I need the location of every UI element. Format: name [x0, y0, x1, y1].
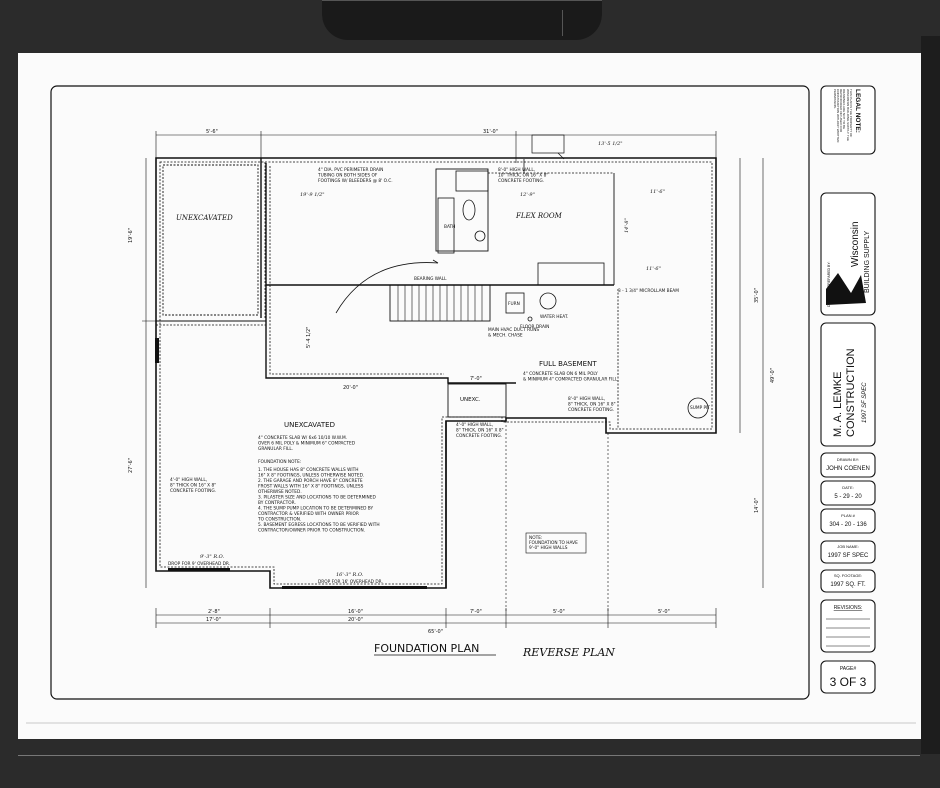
builder-company: CONSTRUCTION — [845, 348, 857, 437]
foundation-notes-title: FOUNDATION NOTE: — [258, 459, 301, 465]
drawing-sheet: 5'-6" 31'-0" 13'-5 1/2" 19'-6" 27'-6" 35… — [18, 53, 921, 739]
plan-notes: 4" DIA. PVC PERIMETER DRAIN TUBING ON BO… — [170, 167, 619, 534]
sq-footage-label: SQ. FOOTAGE: — [834, 573, 862, 578]
note-drop-16: DROP FOR 16' OVERHEAD DR. — [318, 579, 383, 585]
room-unexcavated-top: UNEXCAVATED — [176, 214, 233, 222]
sq-footage-value: 1997 SQ. FT. — [830, 582, 866, 588]
legal-note-text: THIS PLAN IS THE PROPERTY OF WISCONSIN B… — [832, 89, 852, 143]
note-high-wall-top: 8'-0" HIGH WALL, 10" THICK, ON 16" X 8" … — [498, 167, 550, 184]
legal-note-title: LEGAL NOTE: — [854, 89, 861, 133]
label-bearing-wall: BEARING WALL — [414, 276, 447, 282]
dim-bottom-b: 16'-0" — [348, 609, 363, 615]
plan-number-box — [820, 508, 876, 534]
dim-left-upper: 19'-6" — [128, 228, 134, 243]
builder-spec: 1997 SF SPEC — [862, 382, 868, 423]
job-name-box — [820, 540, 876, 564]
plan-title: FOUNDATION PLAN — [374, 642, 479, 655]
dim-bottom-a: 2'-8" — [208, 609, 220, 615]
note-high-wall-low: 4'-0" HIGH WALL, 8" THICK, ON 16" X 8" C… — [456, 422, 505, 439]
dim-bottom-total: 65'-0" — [428, 629, 443, 635]
dim-ro-9: 9'-3" R.O. — [200, 554, 224, 560]
drawn-by-label: DRAWN BY: — [837, 457, 859, 462]
dim-left-lower: 27'-6" — [128, 458, 134, 473]
viewer-bottom-edge — [18, 755, 920, 756]
plan-number-label: PLAN # — [841, 513, 856, 518]
toolbar-divider — [562, 10, 563, 36]
dim-mid-h: 20'-0" — [343, 385, 358, 391]
dim-top-right: 13'-5 1/2" — [598, 141, 623, 147]
legal-note-box — [820, 85, 876, 155]
dim-right-lower: 14'-0" — [754, 498, 760, 513]
drawn-by-box — [820, 452, 876, 478]
foundation-walls — [155, 134, 717, 613]
date-value: 5 - 29 - 20 — [834, 494, 862, 500]
dim-right-outer: 49'-0" — [770, 368, 776, 383]
plan-subtitle: REVERSE PLAN — [522, 646, 615, 659]
room-floor-drain: FLOOR DRAIN — [520, 324, 549, 330]
room-full-basement: FULL BASEMENT — [539, 360, 597, 368]
note-high-wall-left: 4'-0" HIGH WALL, 8" THICK ON 16" X 8" CO… — [170, 477, 218, 494]
drawn-by-value: JOHN COENEN — [826, 466, 870, 472]
page-value: 3 OF 3 — [830, 675, 867, 689]
foundation-plan-drawing: 5'-6" 31'-0" 13'-5 1/2" 19'-6" 27'-6" 35… — [26, 85, 916, 724]
dim-bottom-d: 7'-0" — [470, 609, 482, 615]
dim-ro-16: 16'-3" R.O. — [336, 572, 364, 578]
note-unexc-slab: 4" CONCRETE SLAB W/ 6x6 10/10 W.W.M. OVE… — [258, 435, 356, 452]
note-full-basement-slab: 4" CONCRETE SLAB ON 6 MIL POLY & MINIMUM… — [523, 371, 619, 383]
builder-box — [820, 322, 876, 447]
builder-name: M. A. LEMKE — [832, 372, 844, 437]
drawing-frame — [50, 85, 810, 700]
company-name: Wisconsin — [850, 221, 861, 267]
note-box: NOTE: FOUNDATION TO HAVE 9'-0" HIGH WALL… — [529, 535, 579, 551]
scrollbar-track[interactable] — [921, 36, 940, 754]
page-label: PAGE# — [840, 666, 857, 672]
dim-bottom-g: 17'-0" — [206, 617, 221, 623]
job-name-value: 1997 SF SPEC — [828, 553, 869, 559]
job-name-label: JOB NAME: — [837, 544, 859, 549]
revisions-box — [820, 599, 876, 653]
revisions-lines — [826, 618, 870, 647]
note-box-frame — [525, 532, 587, 554]
room-sump-pit: SUMP PIT — [690, 405, 710, 411]
dim-bottom-e: 5'-0" — [553, 609, 565, 615]
plan-number-value: 304 - 20 - 136 — [829, 522, 867, 528]
plan-labels: 5'-6" 31'-0" 13'-5 1/2" 19'-6" 27'-6" 35… — [128, 129, 776, 635]
room-bath: BATH — [444, 224, 455, 230]
company-tagline: BUILDING SUPPLY — [864, 231, 871, 293]
dim-bottom-f: 5'-0" — [658, 609, 670, 615]
foundation-notes: 1. THE HOUSE HAS 8" CONCRETE WALLS WITH … — [257, 467, 381, 534]
dim-mid-v: 5'-4 1/2" — [306, 327, 312, 348]
room-water-heat: WATER HEAT. — [540, 314, 568, 320]
note-drop-9: DROP FOR 9' OVERHEAD DR. — [168, 561, 230, 567]
viewer-toolbar[interactable] — [322, 0, 602, 40]
dim-unexc-w: 7'-0" — [470, 376, 482, 382]
note-high-wall-mid: 8'-0" HIGH WALL, 8" THICK, ON 16" X 8" C… — [568, 396, 617, 413]
dim-room-a: 19'-9 1/2" — [300, 192, 325, 198]
note-main-hvac: MAIN HVAC DUCT RUNS & MECH. CHASE — [488, 327, 541, 339]
date-label: DATE: — [842, 485, 853, 490]
note-beam: 3 - 1 3/4" MICROLLAM BEAM — [618, 288, 679, 294]
room-unexcavated-main: UNEXCAVATED — [284, 421, 335, 429]
company-prepared: DRAWINGS PREPARED BY: — [827, 261, 831, 307]
room-unexc-small: UNEXC. — [460, 397, 481, 403]
dim-room-c: 11'-6" — [650, 189, 665, 195]
sq-footage-box — [820, 569, 876, 593]
page-box — [820, 660, 876, 694]
dim-top-left: 5'-6" — [206, 129, 218, 135]
note-pvc-drain: 4" DIA. PVC PERIMETER DRAIN TUBING ON BO… — [317, 167, 393, 184]
dim-top-mid: 31'-0" — [483, 129, 498, 135]
room-flex: FLEX ROOM — [515, 212, 563, 220]
company-logo-icon — [826, 273, 866, 305]
title-block: LEGAL NOTE: THIS PLAN IS THE PROPERTY OF… — [820, 85, 876, 694]
dim-room-b: 12'-9" — [520, 192, 535, 198]
room-furn: FURN — [508, 301, 520, 307]
dim-room-d: 11'-6" — [646, 266, 661, 272]
dim-room-e: 14'-8" — [624, 218, 630, 233]
dimension-lines — [142, 131, 764, 628]
revisions-label: REVISIONS: — [834, 605, 863, 611]
date-box — [820, 480, 876, 506]
legal-note-text-wrap: THIS PLAN IS THE PROPERTY OF WISCONSIN B… — [832, 89, 852, 143]
dim-right-upper: 35'-0" — [754, 288, 760, 303]
dim-bottom-h: 20'-0" — [348, 617, 363, 623]
